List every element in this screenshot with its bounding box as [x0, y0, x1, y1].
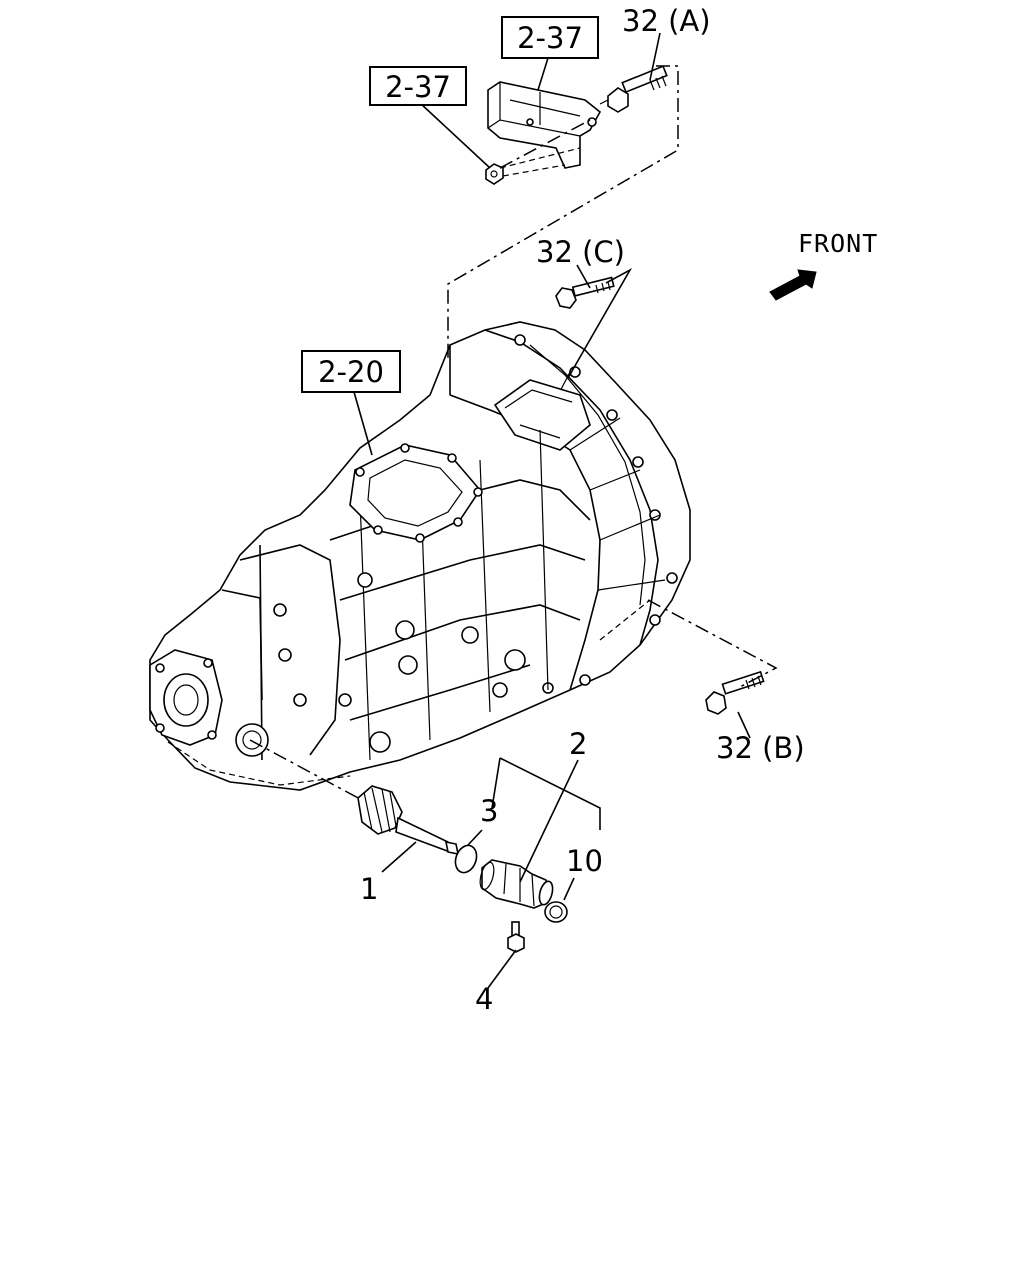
ref-box-237-top-label: 2-37	[517, 21, 583, 55]
bell-housing-bolts	[514, 334, 678, 694]
mounting-bracket	[485, 81, 602, 185]
bolt-32b	[705, 670, 765, 715]
ref-box-220[interactable]: 2-20	[301, 350, 401, 393]
bolt-32a	[599, 65, 668, 113]
label-part-3: 3	[480, 794, 498, 828]
top-cover-bolts	[355, 443, 483, 543]
front-label: FRONT	[798, 229, 878, 258]
label-bolt-32b: 32 (B)	[716, 731, 805, 765]
label-part-2: 2	[569, 727, 587, 761]
label-bolt-32a: 32 (A)	[622, 4, 711, 38]
bolt-32c	[555, 276, 615, 309]
ref-box-237-left-label: 2-37	[385, 70, 451, 104]
side-bosses	[338, 572, 526, 753]
transmission-housing	[149, 321, 691, 791]
ref-box-220-label: 2-20	[318, 355, 384, 389]
ref-box-237-top[interactable]: 2-37	[501, 16, 599, 59]
plug	[544, 901, 568, 923]
label-part-10: 10	[566, 844, 603, 878]
sleeve	[479, 859, 554, 909]
leader-lines	[249, 32, 778, 989]
ref-box-237-left[interactable]: 2-37	[369, 66, 467, 106]
front-arrow-icon	[769, 269, 817, 301]
o-ring	[454, 844, 478, 874]
label-bolt-32c: 32 (C)	[536, 235, 625, 269]
front-indicator: FRONT	[769, 229, 878, 301]
label-part-1: 1	[360, 872, 378, 906]
lock-bolt	[507, 921, 525, 953]
label-part-4: 4	[475, 982, 493, 1016]
driven-gear-shaft	[357, 785, 460, 856]
